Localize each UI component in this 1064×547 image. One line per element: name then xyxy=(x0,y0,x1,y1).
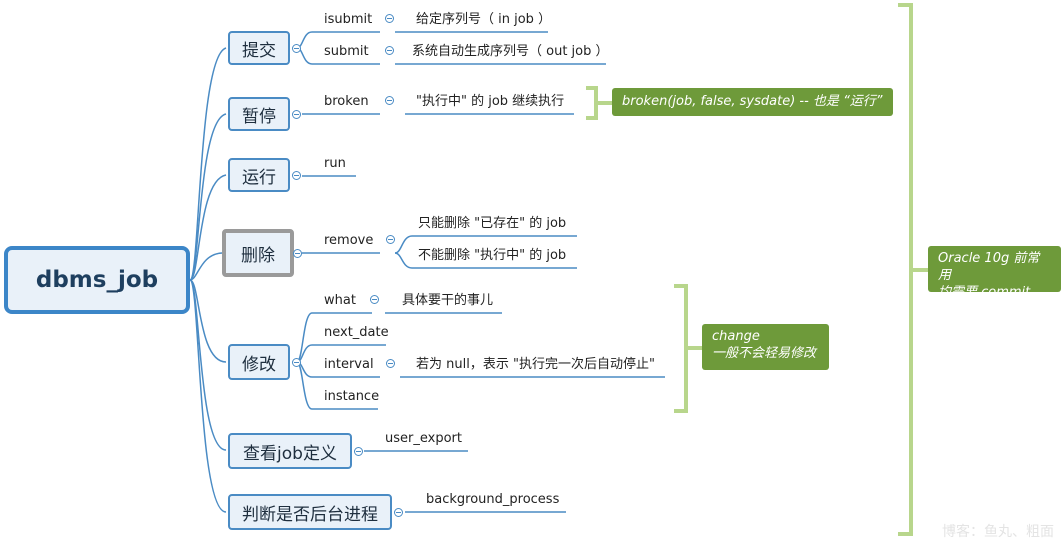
leaf-what-detail[interactable]: 具体要干的事儿 xyxy=(402,293,494,308)
collapse-icon[interactable] xyxy=(385,14,394,23)
note-oracle-line1: Oracle 10g 前常用 xyxy=(938,251,1040,283)
note-change-line2: 一般不会轻易修改 xyxy=(712,346,817,361)
root-node[interactable]: dbms_job xyxy=(4,246,190,314)
collapse-icon[interactable] xyxy=(292,110,301,119)
branch-view-job-def[interactable]: 查看job定义 xyxy=(228,433,352,469)
leaf-user-export[interactable]: user_export xyxy=(385,431,462,446)
collapse-icon[interactable] xyxy=(292,44,301,53)
branch-delete[interactable]: 删除 xyxy=(222,229,294,277)
leaf-instance[interactable]: instance xyxy=(324,389,380,404)
collapse-icon[interactable] xyxy=(292,171,301,180)
leaf-next-date[interactable]: next_date xyxy=(324,325,389,340)
note-oracle-line2: 均需要 commit xyxy=(938,285,1031,300)
leaf-remove-detail-2[interactable]: 不能删除 "执行中" 的 job xyxy=(418,248,567,263)
branch-modify[interactable]: 修改 xyxy=(228,344,290,380)
leaf-run[interactable]: run xyxy=(324,156,346,171)
leaf-broken-detail[interactable]: "执行中" 的 job 继续执行 xyxy=(416,94,565,109)
collapse-icon[interactable] xyxy=(370,295,379,304)
leaf-isubmit[interactable]: isubmit xyxy=(324,12,373,27)
collapse-icon[interactable] xyxy=(394,508,403,517)
collapse-icon[interactable] xyxy=(385,46,394,55)
leaf-interval-detail[interactable]: 若为 null，表示 "执行完一次后自动停止" xyxy=(416,357,655,372)
branch-is-background-process[interactable]: 判断是否后台进程 xyxy=(228,494,392,530)
leaf-broken[interactable]: broken xyxy=(324,94,369,109)
collapse-icon[interactable] xyxy=(385,96,394,105)
leaf-background-process[interactable]: background_process xyxy=(426,492,560,507)
note-change[interactable]: change 一般不会轻易修改 xyxy=(702,324,829,370)
collapse-icon[interactable] xyxy=(292,358,301,367)
leaf-interval[interactable]: interval xyxy=(324,357,374,372)
collapse-icon[interactable] xyxy=(293,249,302,258)
leaf-submit[interactable]: submit xyxy=(324,44,369,59)
leaf-remove[interactable]: remove xyxy=(324,233,374,248)
note-broken[interactable]: broken(job, false, sysdate) -- 也是 “运行” xyxy=(612,88,893,116)
collapse-icon[interactable] xyxy=(354,447,363,456)
branch-run[interactable]: 运行 xyxy=(228,158,290,192)
leaf-remove-detail-1[interactable]: 只能删除 "已存在" 的 job xyxy=(418,216,567,231)
note-change-line1: change xyxy=(712,329,760,344)
watermark: 博客：鱼丸、粗面 xyxy=(942,524,1054,540)
branch-submit[interactable]: 提交 xyxy=(228,31,290,65)
leaf-what[interactable]: what xyxy=(324,293,356,308)
leaf-submit-detail[interactable]: 系统自动生成序列号（ out job ） xyxy=(412,44,609,59)
note-broken-text: broken(job, false, sysdate) -- 也是 “运行” xyxy=(622,94,883,109)
leaf-isubmit-detail[interactable]: 给定序列号（ in job ） xyxy=(416,12,552,27)
branch-pause[interactable]: 暂停 xyxy=(228,97,290,131)
collapse-icon[interactable] xyxy=(386,235,395,244)
note-oracle[interactable]: Oracle 10g 前常用 均需要 commit xyxy=(928,246,1061,300)
collapse-icon[interactable] xyxy=(386,359,395,368)
